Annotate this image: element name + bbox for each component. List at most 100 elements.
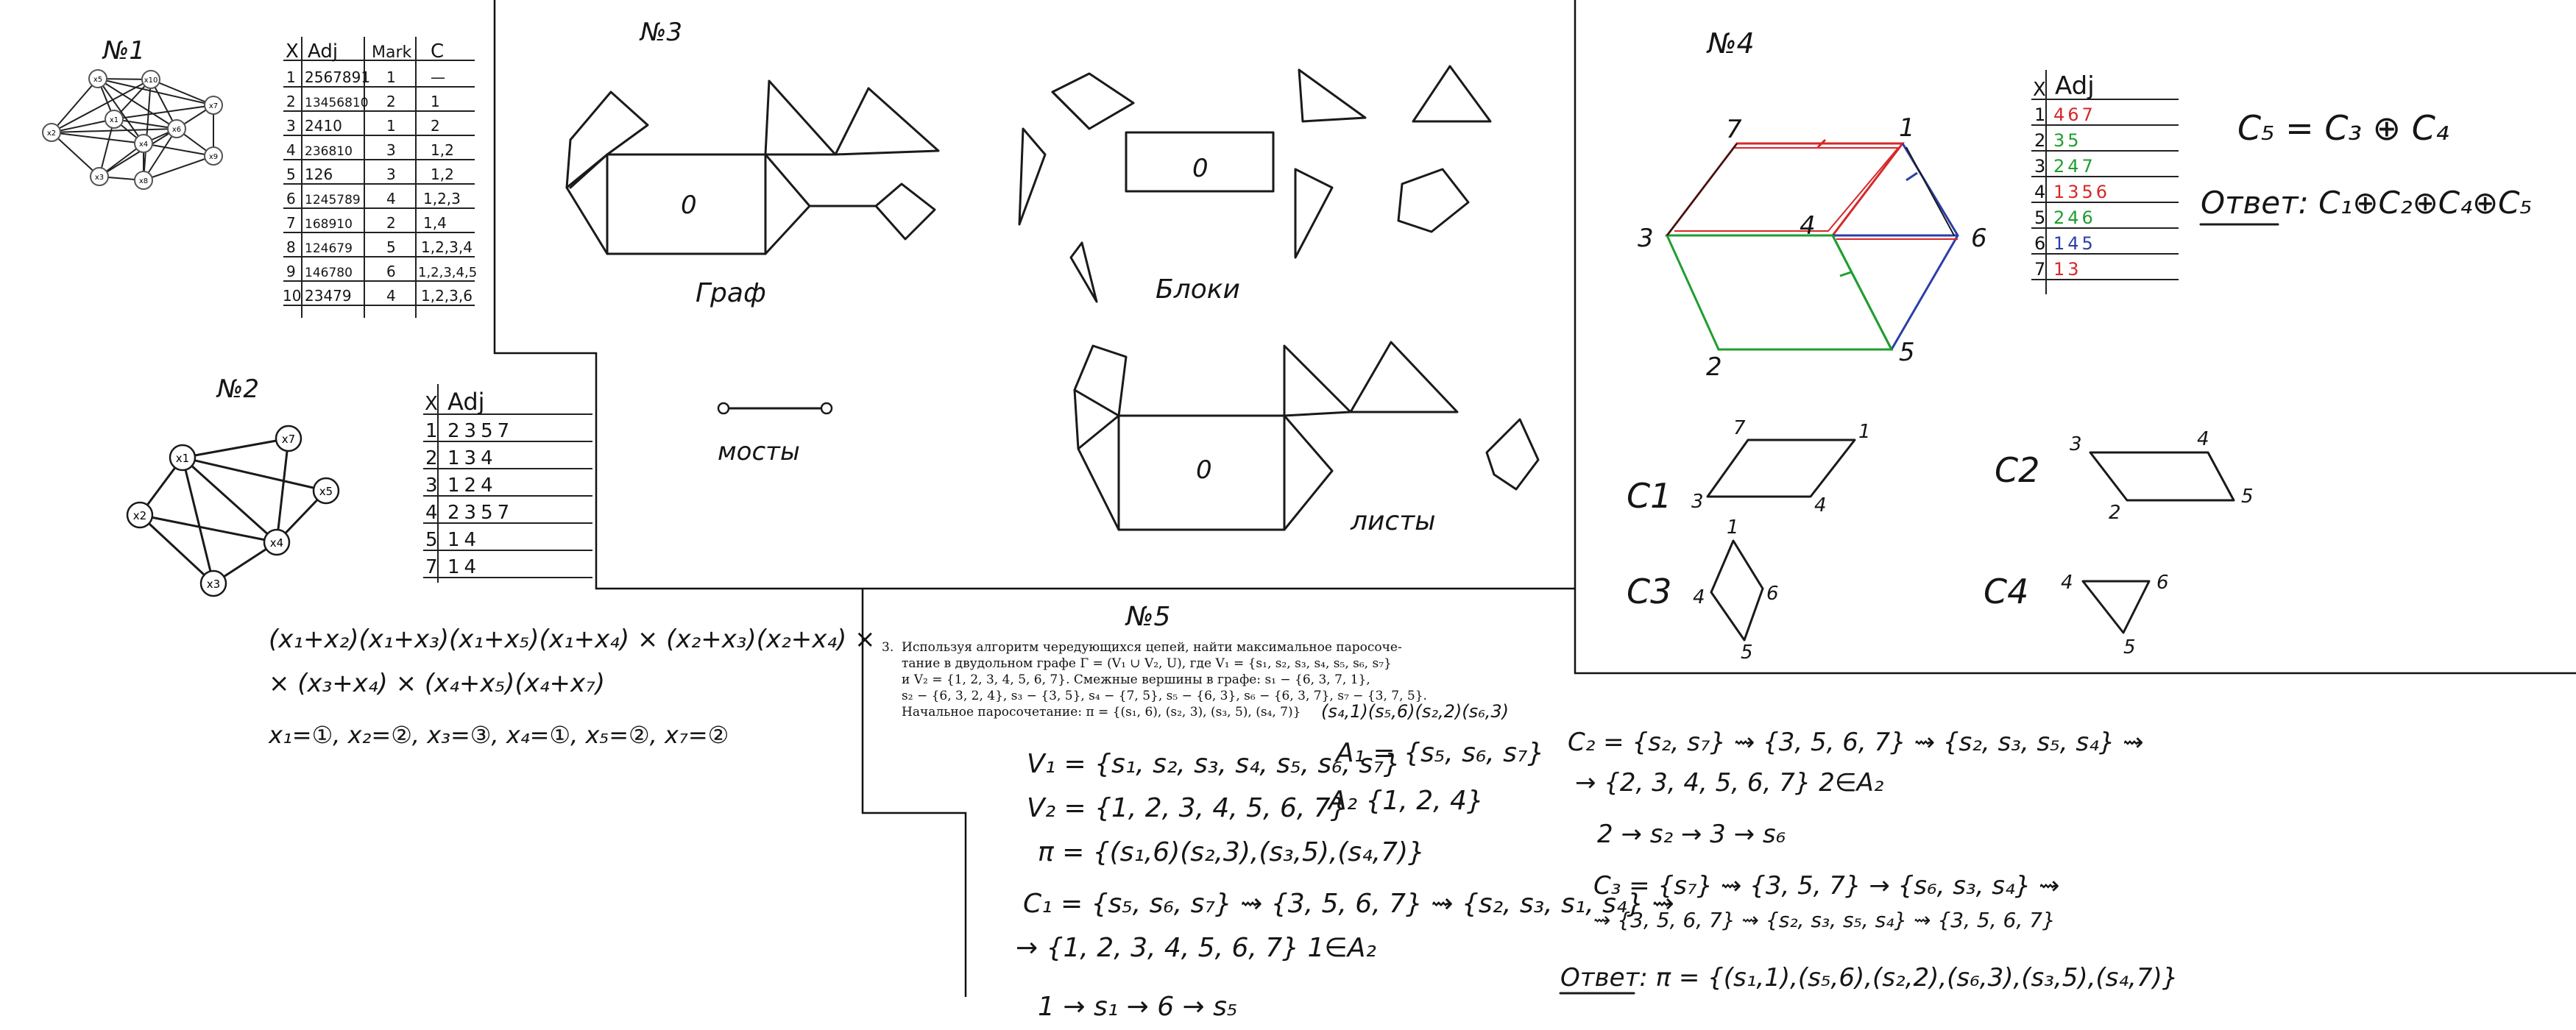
- svg-text:—: —: [431, 68, 445, 86]
- svg-text:3: 3: [425, 475, 438, 497]
- svg-text:13: 13: [2053, 259, 2082, 280]
- graph-4-vertex-1: 1: [1899, 113, 1915, 143]
- svg-text:23479: 23479: [305, 287, 352, 305]
- svg-text:x2: x2: [47, 129, 56, 138]
- svg-text:C₃ = {s₇} ⇝ {3, 5, 7} → {s₆, s: C₃ = {s₇} ⇝ {3, 5, 7} → {s₆, s₃, s₄} ⇝: [1593, 871, 2060, 901]
- svg-text:2357: 2357: [447, 420, 514, 442]
- svg-text:x1: x1: [176, 452, 189, 465]
- svg-text:2: 2: [2109, 502, 2121, 524]
- table-1-header-mark: Mark: [372, 43, 412, 62]
- graph-1-node-x8: x8: [134, 171, 153, 190]
- svg-text:3: 3: [1691, 491, 1704, 513]
- svg-text:5: 5: [2241, 486, 2254, 508]
- work-right: C₂ = {s₂, s₇} ⇝ {3, 5, 6, 7} ⇝ {s₂, s₃, …: [1559, 728, 2178, 995]
- svg-text:6: 6: [386, 263, 396, 280]
- svg-text:14: 14: [447, 529, 481, 551]
- svg-text:V₁ = {s₁, s₂, s₃, s₄, s₅, s₆,: V₁ = {s₁, s₂, s₃, s₄, s₅, s₆, s₇}: [1027, 749, 1401, 779]
- formula-2-line-3: x₁=①, x₂=②, x₃=③, x₄=①, x₅=②, x₇=②: [268, 721, 729, 749]
- svg-text:145: 145: [2053, 233, 2096, 254]
- svg-text:x7: x7: [282, 433, 295, 446]
- section-3: №3 0 Граф мосты: [565, 18, 1540, 536]
- svg-text:1,4: 1,4: [423, 214, 447, 232]
- graph-1-node-x9: x9: [204, 146, 223, 166]
- bridges-label: мосты: [718, 437, 800, 466]
- table-row: 6 145: [2034, 233, 2096, 254]
- svg-text:x10: x10: [144, 77, 158, 85]
- svg-text:1: 1: [386, 68, 396, 86]
- svg-text:2: 2: [286, 93, 296, 110]
- svg-text:x5: x5: [319, 485, 333, 498]
- svg-text:⇝ {3, 5, 6, 7} ⇝ {s₂, s₃, s₅,: ⇝ {3, 5, 6, 7} ⇝ {s₂, s₃, s₅, s₄} ⇝ {3, …: [1593, 908, 2056, 932]
- svg-text:2410: 2410: [305, 117, 342, 135]
- svg-text:0: 0: [1192, 154, 1209, 183]
- graph-2-node-x4: x4: [263, 528, 291, 556]
- section-4: №4 7 1 3 4 6 2: [1627, 27, 2532, 664]
- svg-text:5: 5: [2034, 207, 2045, 228]
- svg-text:35: 35: [2053, 130, 2082, 151]
- graph-2: x1 x7 x5 x2 x4 x3: [126, 425, 340, 597]
- graph-1-node-x6: x6: [167, 119, 186, 138]
- svg-text:3: 3: [386, 166, 396, 183]
- svg-text:x6: x6: [172, 126, 181, 134]
- svg-text:1: 1: [425, 420, 438, 442]
- svg-text:Используя алгоритм чередующихс: Используя алгоритм чередующихся цепей, н…: [902, 640, 1402, 655]
- svg-text:2: 2: [431, 117, 440, 135]
- svg-text:7: 7: [2034, 259, 2045, 280]
- svg-text:2 → s₂ → 3 → s₆: 2 → s₂ → 3 → s₆: [1597, 820, 1786, 849]
- svg-text:236810: 236810: [305, 144, 353, 159]
- svg-text:C1: C1: [1627, 476, 1671, 516]
- graph-1-node-x7: x7: [204, 96, 223, 115]
- graph-1-node-x2: x2: [42, 123, 61, 142]
- graph-2-node-x5: x5: [312, 477, 340, 505]
- svg-text:C₁ = {s₅, s₆, s₇} ⇝ {3, 5, 6,: C₁ = {s₅, s₆, s₇} ⇝ {3, 5, 6, 7} ⇝ {s₂, …: [1023, 889, 1674, 919]
- graph-4: 7 1 3 4 6 2 5: [1638, 113, 1987, 382]
- svg-text:4: 4: [2197, 428, 2209, 450]
- svg-text:тание в двудольном графе Γ = (: тание в двудольном графе Γ = (V₁ ∪ V₂, U…: [902, 656, 1392, 671]
- svg-text:8: 8: [286, 238, 296, 256]
- graph-1-edges: [51, 78, 214, 181]
- svg-text:9: 9: [286, 263, 296, 280]
- svg-text:A₂ {1, 2, 4}: A₂ {1, 2, 4}: [1327, 786, 1484, 816]
- svg-text:4: 4: [1693, 586, 1705, 608]
- graph-4-vertex-7: 7: [1726, 115, 1742, 144]
- svg-text:→ {2, 3, 4, 5, 6, 7} 2∈A₂: → {2, 3, 4, 5, 6, 7} 2∈A₂: [1575, 768, 1884, 798]
- graph-1: x5 x10 x7 x2 x1 x6 x3 x4 x9 x8: [42, 69, 223, 190]
- graph-4-vertex-4: 4: [1800, 211, 1816, 241]
- svg-text:C3: C3: [1627, 572, 1671, 611]
- svg-text:x1: x1: [110, 116, 118, 124]
- graph-4-vertex-5: 5: [1899, 338, 1915, 367]
- svg-text:x7: x7: [209, 102, 218, 110]
- blocks-label: Блоки: [1156, 274, 1240, 305]
- section-3-title: №3: [639, 18, 682, 47]
- svg-text:1,2: 1,2: [431, 166, 454, 183]
- svg-text:246: 246: [2053, 207, 2096, 228]
- svg-text:3: 3: [2070, 433, 2082, 455]
- graph-4-vertex-3: 3: [1638, 224, 1654, 253]
- svg-text:124679: 124679: [305, 241, 353, 256]
- svg-text:7: 7: [1733, 417, 1746, 439]
- svg-text:2: 2: [386, 214, 396, 232]
- svg-text:V₂ = {1, 2, 3, 4, 5, 6, 7}: V₂ = {1, 2, 3, 4, 5, 6, 7}: [1027, 793, 1348, 823]
- svg-text:A₁ = {s₅, s₆, s₇}: A₁ = {s₅, s₆, s₇}: [1334, 738, 1544, 768]
- svg-text:4: 4: [2034, 182, 2045, 202]
- svg-text:3: 3: [386, 141, 396, 159]
- svg-text:π = {(s₁,6)(s₂,3),(s₃,5),(s₄,7: π = {(s₁,6)(s₂,3),(s₃,5),(s₄,7)}: [1038, 837, 1425, 867]
- cycle-formula: C₅ = C₃ ⊕ C₄: [2237, 108, 2449, 148]
- svg-text:x9: x9: [209, 153, 218, 161]
- svg-text:6: 6: [2034, 233, 2045, 254]
- table-1-header-c: C: [431, 40, 444, 63]
- svg-text:1: 1: [431, 93, 440, 110]
- svg-text:3: 3: [286, 117, 296, 135]
- graph-1-node-x10: x10: [141, 70, 160, 89]
- svg-text:4: 4: [386, 190, 396, 207]
